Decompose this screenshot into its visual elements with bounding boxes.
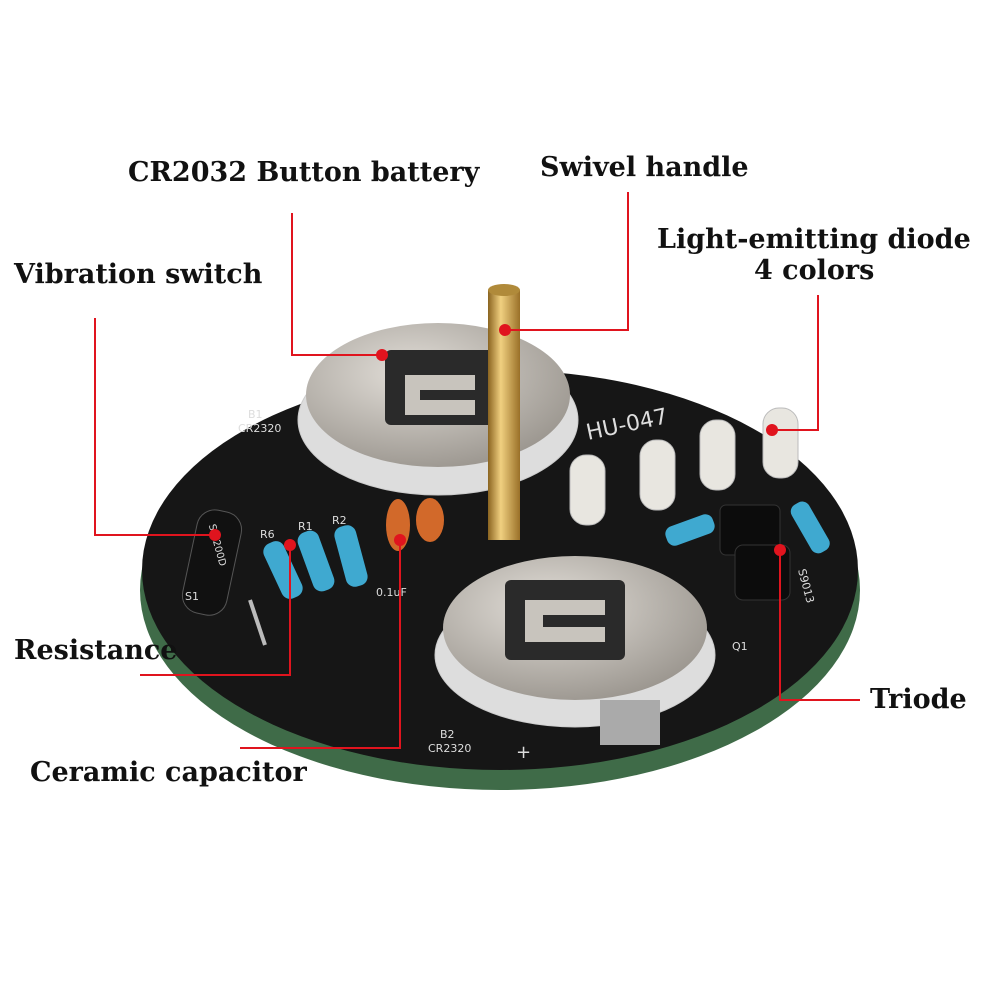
label-battery: CR2032 Button battery <box>128 157 480 188</box>
label-triode: Triode <box>870 684 967 715</box>
vibration-switch-component <box>181 509 267 646</box>
swivel-handle-post <box>488 284 520 540</box>
transistors <box>719 504 791 601</box>
label-vibration-switch: Vibration switch <box>14 259 263 290</box>
capacitor-marking: 0.1uF <box>376 586 407 599</box>
b2-marking: B2 <box>440 728 455 741</box>
label-led: Light-emitting diode <box>657 224 971 255</box>
leader-resistance <box>140 545 291 676</box>
leader-capacitor <box>240 540 401 749</box>
q1-marking: Q1 <box>732 640 748 653</box>
leader-lines <box>94 192 860 749</box>
label-led-colors: 4 colors <box>754 255 875 286</box>
label-resistance: Resistance <box>14 635 178 666</box>
r1-marking: R1 <box>298 520 313 533</box>
b1-type-marking: CR2320 <box>238 422 281 435</box>
battery-holder-b2 <box>434 556 716 745</box>
leader-vibration <box>94 318 215 536</box>
r2-marking: R2 <box>332 514 347 527</box>
leader-battery <box>291 213 382 356</box>
r6-marking: R6 <box>260 528 275 541</box>
leader-dots <box>209 324 786 556</box>
battery-holder-b1 <box>297 323 579 496</box>
leader-triode <box>779 550 860 701</box>
plus-marking: + <box>516 742 531 763</box>
b1-marking: B1 <box>248 408 263 421</box>
resistors <box>263 501 830 599</box>
leader-handle <box>505 192 629 331</box>
b2-type-marking: CR2320 <box>428 742 471 755</box>
label-ceramic-capacitor: Ceramic capacitor <box>30 757 307 788</box>
s1-marking: S1 <box>185 590 199 603</box>
leader-led <box>772 295 819 431</box>
label-swivel-handle: Swivel handle <box>540 152 749 183</box>
